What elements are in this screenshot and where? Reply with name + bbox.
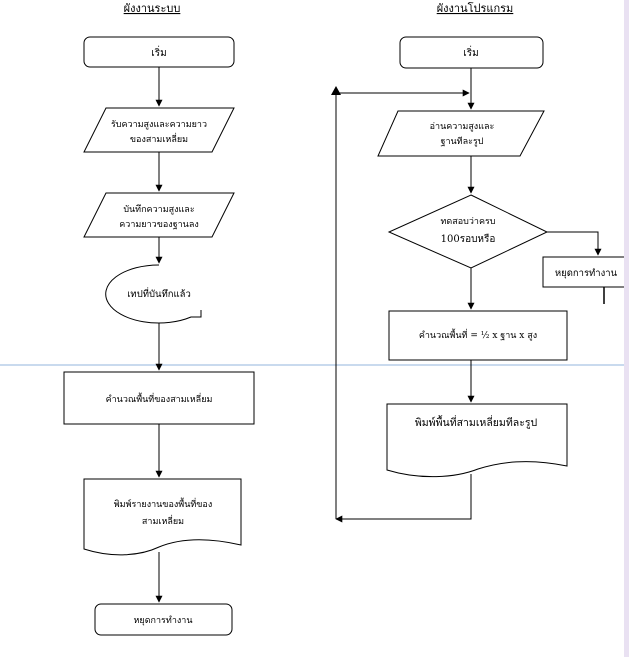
- program-yes-arrow: [547, 231, 602, 256]
- system-process-label: คำนวณพื้นที่ของสามเหลี่ยม: [106, 392, 213, 405]
- program-output-document: [386, 403, 568, 478]
- system-flowchart: ผังงานระบบ เริ่ม รับความสูงและความยาว ขอ…: [63, 2, 255, 636]
- side-scroll-strip: [624, 0, 629, 657]
- system-flowchart-title: ผังงานระบบ: [124, 2, 181, 15]
- program-loop-arrow: [335, 474, 472, 523]
- system-record-line1: บันทึกความสูงและ: [123, 204, 195, 215]
- program-input-line2: ฐานทีละรูป: [440, 136, 483, 147]
- program-loop-up-arrowhead: [331, 86, 341, 95]
- system-report-line1: พิมพ์รายงานของพื้นที่ของ: [114, 497, 212, 510]
- program-flowchart-title: ผังงานโปรแกรม: [437, 1, 514, 15]
- system-stop-label: หยุดการทำงาน: [134, 615, 193, 626]
- program-process-label: คำนวณพื้นที่ = ½ x ฐาน x สูง: [419, 328, 537, 341]
- system-tape-label: เทปที่บันทึกแล้ว: [127, 287, 191, 300]
- program-decision-line1: ทดสอบว่าครบ: [440, 217, 495, 227]
- system-record-line2: ความยาวของฐานลง: [119, 220, 198, 230]
- program-stop-label: หยุดการทำงาน: [555, 268, 618, 279]
- program-start-label: เริ่ม: [463, 45, 478, 59]
- program-decision-diamond: [387, 194, 549, 269]
- program-process-box: [388, 310, 568, 361]
- program-input-line1: อ่านความสูงและ: [430, 122, 495, 132]
- system-process-box: [63, 371, 255, 425]
- program-stop-box: [542, 256, 629, 288]
- program-flowchart: ผังงานโปรแกรม เริ่ม อ่านความสูงและ ฐานที…: [331, 1, 629, 523]
- system-stop-terminator: [94, 603, 233, 636]
- program-output-label: พิมพ์พื้นที่สามเหลี่ยมทีละรูป: [415, 415, 538, 429]
- program-input-parallelogram: [377, 110, 545, 157]
- magnetic-tape-symbol: [105, 264, 202, 324]
- system-input-parallelogram: [83, 107, 235, 153]
- system-report-line2: สามเหลี่ยม: [142, 514, 184, 527]
- system-input-line1: รับความสูงและความยาว: [111, 120, 207, 130]
- program-decision-line2: 100รอบหรือ: [441, 233, 496, 245]
- system-input-line2: ของสามเหลี่ยม: [130, 132, 188, 145]
- system-record-parallelogram: [83, 192, 235, 238]
- system-report-document: [83, 478, 242, 556]
- system-start-label: เริ่ม: [151, 45, 166, 59]
